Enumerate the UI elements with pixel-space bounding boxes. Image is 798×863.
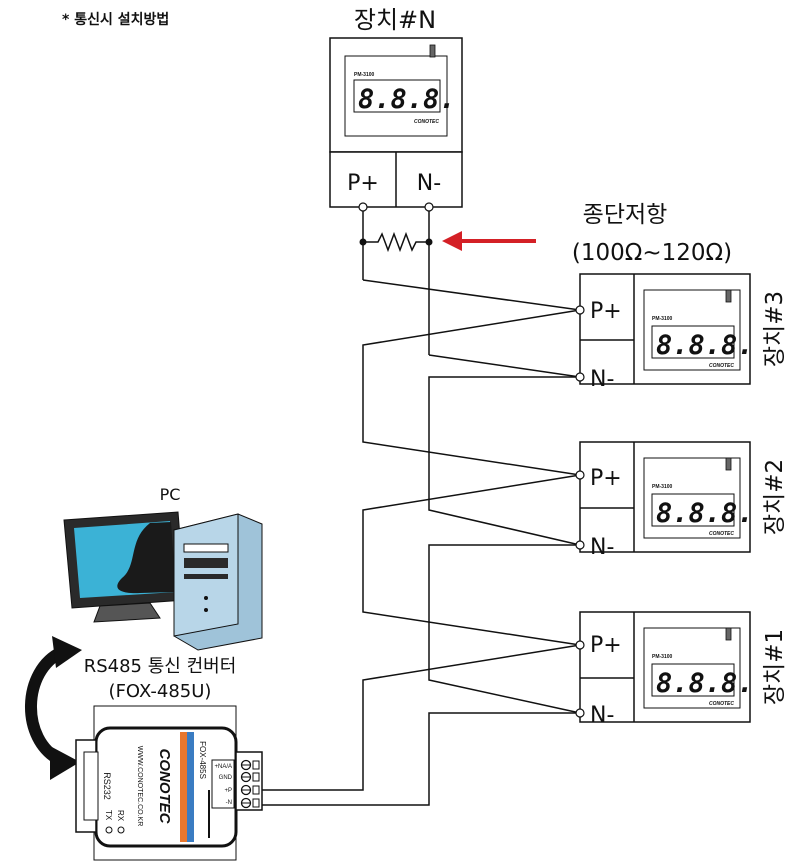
device-1-n-label: N- xyxy=(590,703,614,728)
terminal-label-gnd: GND xyxy=(219,775,233,781)
device-2-brand: CONOTEC xyxy=(709,531,734,537)
device-1-display: 8.8.8. xyxy=(656,668,754,699)
device-2-label: 장치#2 xyxy=(762,459,788,535)
pc-label: PC xyxy=(160,485,181,504)
device-1: PM-3100 8.8.8. CONOTEC P+ N- 장치#1 xyxy=(575,611,788,728)
device-n-p-label: P+ xyxy=(347,171,379,196)
device-3-brand: CONOTEC xyxy=(709,363,734,369)
installation-note: * 통신시 설치방법 xyxy=(62,11,169,28)
bidirectional-arrow-icon xyxy=(25,636,82,780)
device-1-brand: CONOTEC xyxy=(709,701,734,707)
terminal-label-na: +NA/A xyxy=(214,764,232,770)
tx-led-icon xyxy=(105,826,113,834)
device-3: PM-3100 8.8.8. CONOTEC P+ N- 장치#3 xyxy=(575,273,788,392)
device-2: PM-3100 8.8.8. CONOTEC P+ N- 장치#2 xyxy=(575,441,788,560)
device-n-sensor-icon xyxy=(429,44,436,58)
device-3-display-frame xyxy=(651,325,735,359)
device-2-n-label: N- xyxy=(590,535,614,560)
converter-side-model: FOX-485S xyxy=(198,741,207,779)
converter-model: (FOX-485U) xyxy=(109,681,212,702)
rx-led-icon xyxy=(117,826,125,834)
terminal-label-n: -N xyxy=(226,800,232,806)
device-2-display: 8.8.8. xyxy=(656,498,754,529)
rx-label: RX xyxy=(116,810,125,822)
converter-url: WWW.CONOTEC.CO.KR xyxy=(136,746,143,827)
device-1-model: PM-3100 xyxy=(652,654,673,660)
device-1-sensor-icon xyxy=(725,627,732,641)
device-n-n-label: N- xyxy=(417,171,441,196)
device-n-display-frame xyxy=(353,79,441,113)
device-1-label: 장치#1 xyxy=(762,629,788,705)
converter-brand: CONOTEC xyxy=(156,749,173,825)
pc-icon xyxy=(63,511,263,651)
device-2-p-label: P+ xyxy=(590,466,622,491)
device-2-display-frame xyxy=(651,493,735,527)
device-n-brand: CONOTEC xyxy=(414,119,439,125)
terminator-value: (100Ω~120Ω) xyxy=(572,240,732,266)
device-3-label: 장치#3 xyxy=(762,291,788,367)
device-n: PM-3100 8.8.8. CONOTEC P+ N- xyxy=(329,37,463,208)
device-n-display: 8.8.8. xyxy=(358,84,456,115)
terminal-label-p: +P xyxy=(224,788,232,794)
device-3-p-label: P+ xyxy=(590,299,622,324)
device-3-model: PM-3100 xyxy=(652,316,673,322)
device-1-display-frame xyxy=(651,663,735,697)
converter-title: RS485 통신 컨버터 xyxy=(84,656,237,677)
tx-label: TX xyxy=(104,810,113,821)
device-1-p-label: P+ xyxy=(590,633,622,658)
converter-device: RS232 CONOTEC WWW.CONOTEC.CO.KR FOX-485S… xyxy=(75,705,263,861)
bus-wires xyxy=(262,279,581,806)
device-3-sensor-icon xyxy=(725,289,732,303)
rs232-label: RS232 xyxy=(102,772,112,800)
terminator-label: 종단저항 xyxy=(583,202,668,228)
device-2-model: PM-3100 xyxy=(652,484,673,490)
device-3-display: 8.8.8. xyxy=(656,330,754,361)
device-3-n-label: N- xyxy=(590,367,614,392)
device-n-title: 장치#N xyxy=(354,6,436,34)
device-2-sensor-icon xyxy=(725,457,732,471)
device-n-model: PM-3100 xyxy=(354,72,375,78)
